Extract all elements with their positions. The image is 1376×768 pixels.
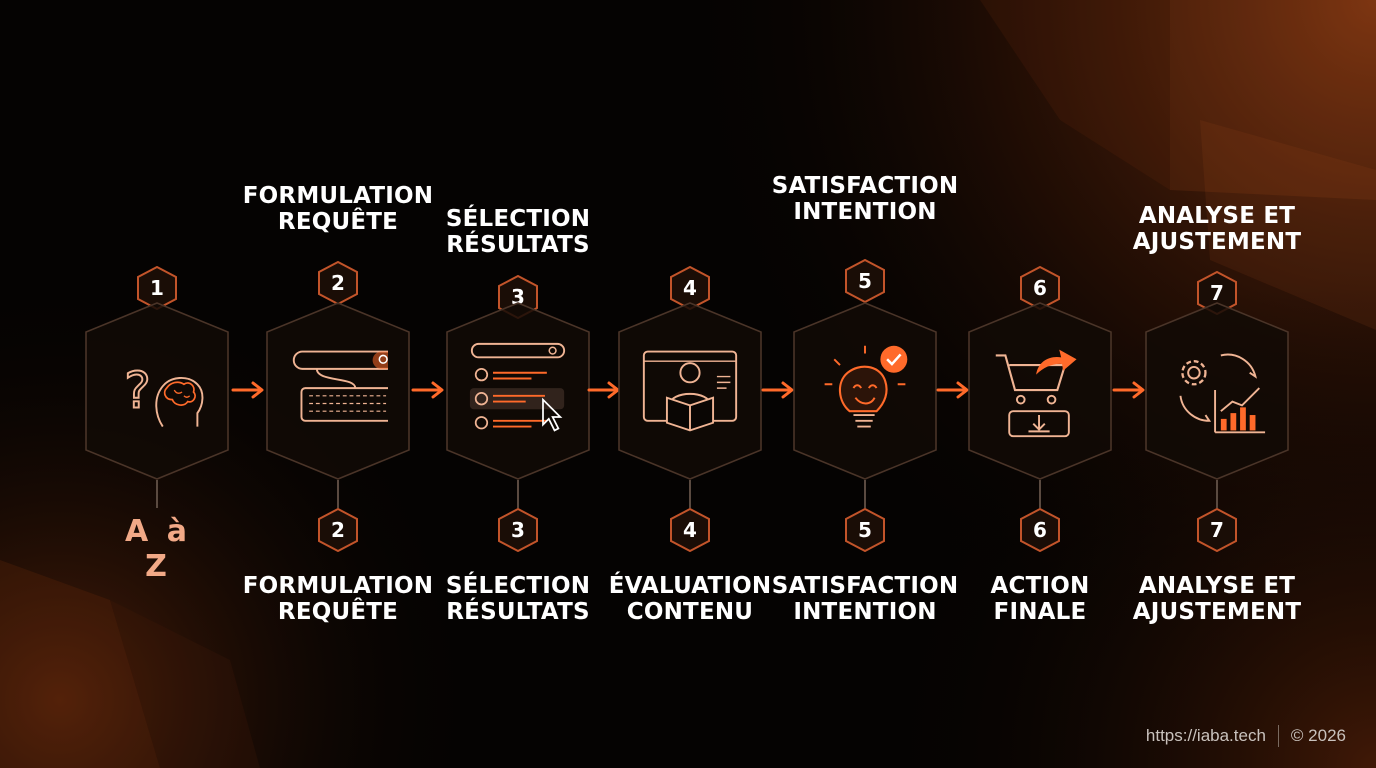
- person-reading-icon: [642, 350, 738, 432]
- step-hexagon: [793, 302, 937, 480]
- step-number-badge-bottom: 2: [318, 508, 358, 552]
- label-line: INTENTION: [793, 199, 937, 225]
- results-cursor-icon: [469, 342, 566, 432]
- step-number-badge-top: 2: [318, 261, 358, 305]
- footer: https://iaba.tech © 2026: [1146, 725, 1346, 747]
- step-number-badge-top: 6: [1020, 266, 1060, 310]
- step-number: 4: [683, 276, 697, 300]
- step-hexagon: ?: [85, 302, 229, 480]
- label-line: AJUSTEMENT: [1132, 599, 1302, 625]
- footer-divider: [1277, 725, 1279, 747]
- label-line: ANALYSE ET: [1138, 573, 1296, 599]
- step-number: 7: [1210, 281, 1224, 305]
- flow-arrow-icon: [231, 381, 263, 399]
- step-number: 4: [683, 518, 697, 542]
- label-line: ACTION: [990, 573, 1090, 599]
- label-line: SÉLECTION: [445, 573, 591, 599]
- step-number: 6: [1033, 518, 1047, 542]
- step-number: 2: [331, 518, 345, 542]
- step-number-badge-top: 4: [670, 266, 710, 310]
- label-line: ANALYSE ET: [1138, 203, 1296, 229]
- cart-download-icon: [995, 349, 1077, 438]
- lightbulb-check-icon: [824, 345, 908, 428]
- step-number: 5: [858, 518, 872, 542]
- connector-line: [689, 480, 691, 508]
- connector-line: [864, 480, 866, 508]
- label-line: SATISFACTION: [771, 573, 959, 599]
- step-hexagon: [1145, 302, 1289, 480]
- question-brain-icon: ?: [123, 360, 204, 428]
- label-line: FORMULATION: [242, 183, 434, 209]
- label-line: ÉVALUATION: [608, 573, 772, 599]
- connector-line: [517, 480, 519, 508]
- label-line: FORMULATION: [242, 573, 434, 599]
- step-number-badge-top: 5: [845, 259, 885, 303]
- label-line: SATISFACTION: [771, 173, 959, 199]
- step-number: 3: [511, 518, 525, 542]
- gear-chart-icon: [1179, 353, 1266, 434]
- label-line: AJUSTEMENT: [1132, 229, 1302, 255]
- footer-copyright: © 2026: [1290, 726, 1346, 745]
- step-number-badge-bottom: 5: [845, 508, 885, 552]
- svg-text:?: ?: [124, 361, 151, 419]
- label-line: FINALE: [993, 599, 1087, 625]
- footer-url[interactable]: https://iaba.tech: [1145, 726, 1266, 745]
- label-line: CONTENU: [626, 599, 754, 625]
- step-number: 7: [1210, 518, 1224, 542]
- step-number: 6: [1033, 276, 1047, 300]
- connector-line: [337, 480, 339, 508]
- search-keyboard-icon: [292, 350, 388, 422]
- flow-arrow-icon: [1112, 381, 1144, 399]
- connector-line: [1216, 480, 1218, 508]
- label-line: REQUÊTE: [277, 209, 399, 235]
- flow-arrow-icon: [936, 381, 968, 399]
- flow-arrow-icon: [411, 381, 444, 399]
- step-number-badge-bottom: 3: [498, 508, 538, 552]
- connector-line: [1039, 480, 1041, 508]
- step-hexagon: [446, 302, 590, 480]
- step-number: 2: [331, 271, 345, 295]
- label-line: INTENTION: [793, 599, 937, 625]
- step-number-badge-bottom: 6: [1020, 508, 1060, 552]
- flow-arrow-icon: [761, 381, 793, 399]
- connector-line: [156, 480, 158, 508]
- step-hexagon: [266, 302, 410, 480]
- step-number: 5: [858, 269, 872, 293]
- step-number-badge-bottom: 4: [670, 508, 710, 552]
- label-line: RÉSULTATS: [446, 599, 590, 625]
- step-hexagon: [618, 302, 762, 480]
- label-line: RÉSULTATS: [446, 232, 590, 258]
- step-hexagon: [968, 302, 1112, 480]
- step-number: 3: [511, 285, 525, 309]
- label-line: REQUÊTE: [277, 599, 399, 625]
- a-to-z-label: A à Z: [125, 514, 191, 584]
- step-number: 1: [150, 276, 164, 300]
- label-line: SÉLECTION: [445, 206, 591, 232]
- flow-arrow-icon: [587, 381, 620, 399]
- step-number-badge-bottom: 7: [1197, 508, 1237, 552]
